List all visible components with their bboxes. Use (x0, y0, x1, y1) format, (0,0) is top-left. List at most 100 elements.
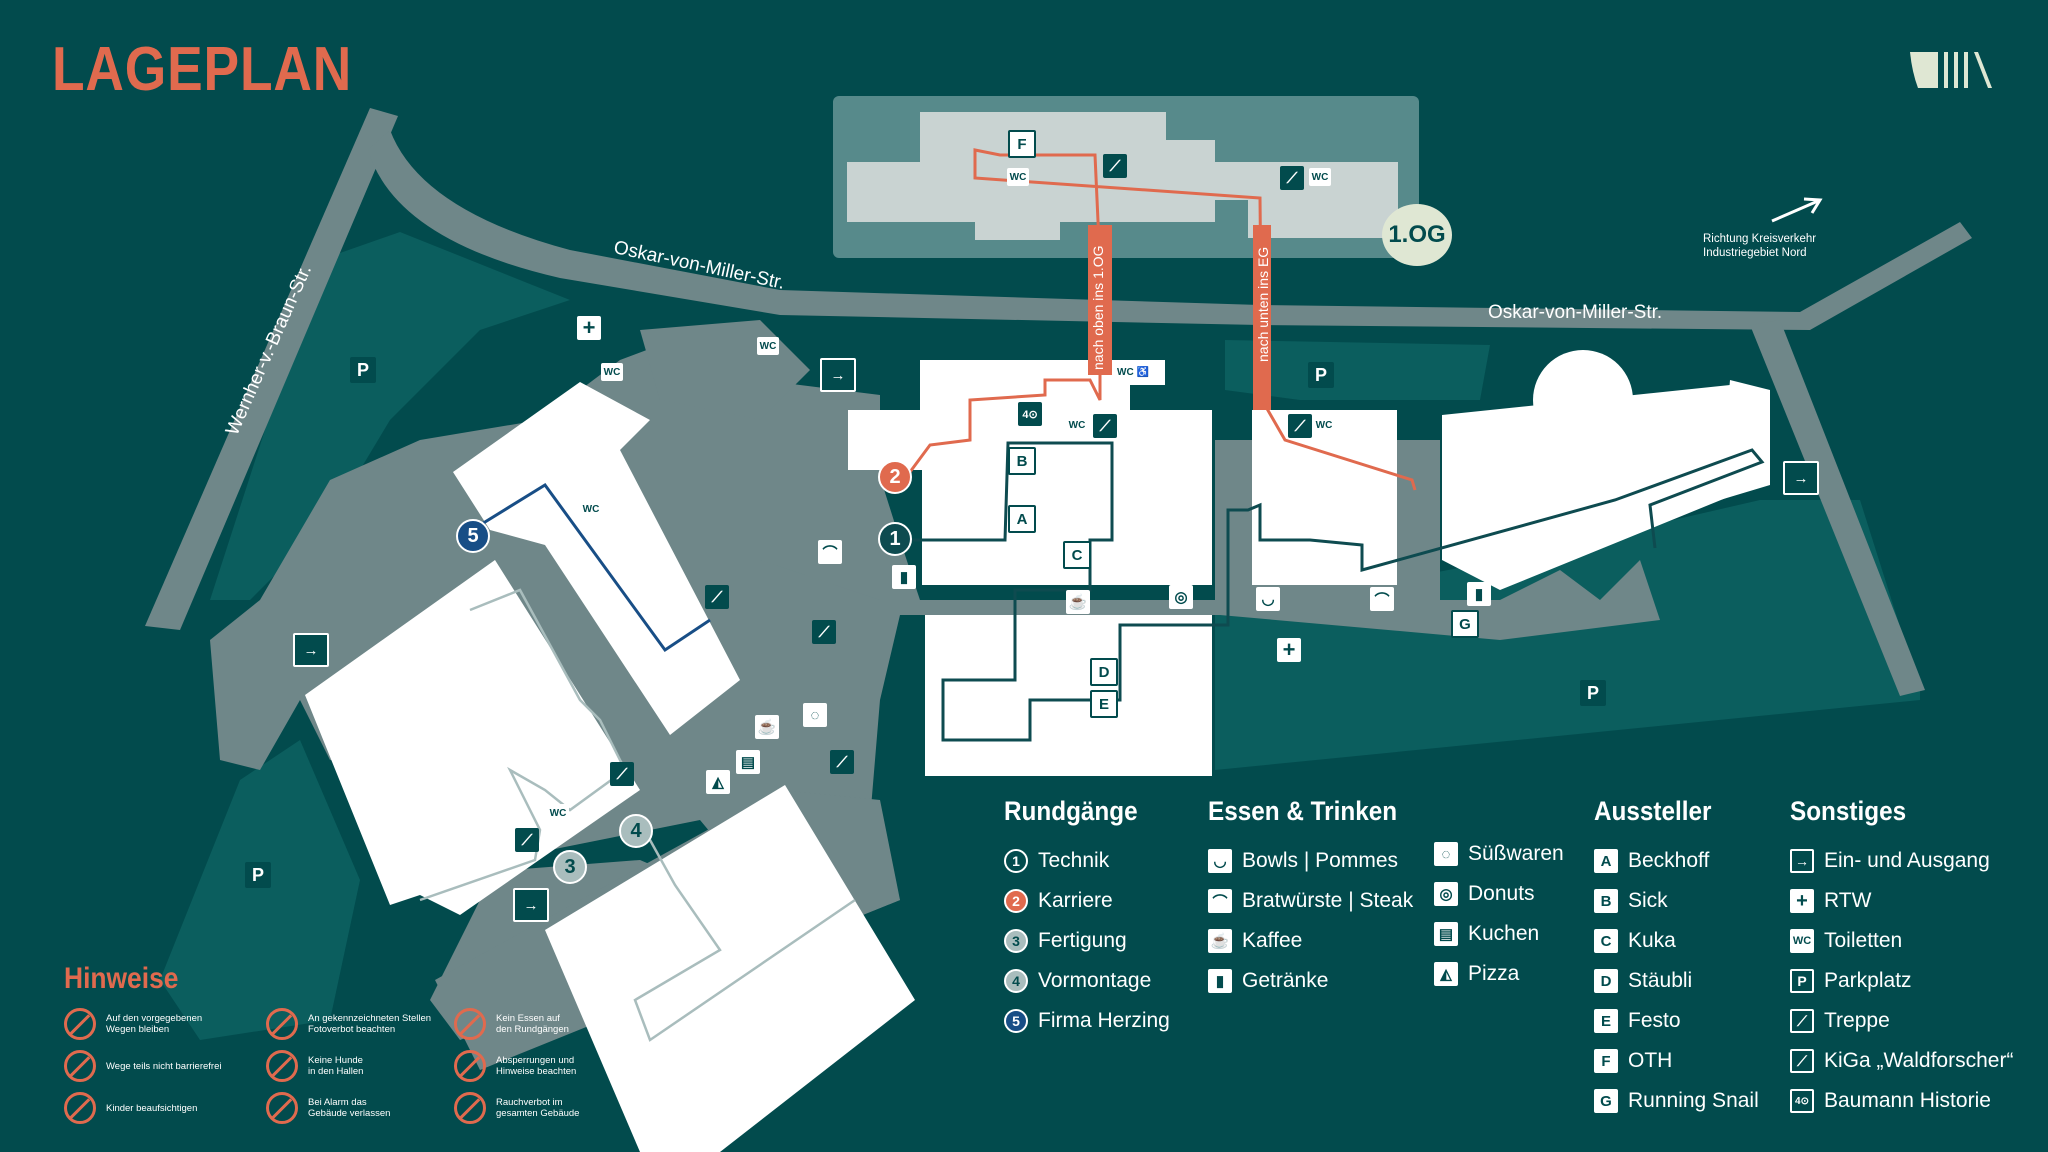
map-entrance-icon: → (513, 888, 549, 922)
map-wc-marker: WC (1066, 416, 1088, 434)
map-exhibitor-d: D (1090, 658, 1118, 686)
map-entrance-icon: → (1783, 461, 1819, 495)
parking-lot-southwest (160, 740, 360, 1040)
hint-item: Wege teils nicht barrierefrei (64, 1050, 264, 1082)
exhibitor-letter-icon: F (1594, 1049, 1618, 1073)
map-parking-marker: P (245, 862, 271, 888)
map-sausage-icon: ⌒ (818, 540, 842, 564)
legend-item: +RTW (1790, 881, 2013, 921)
building-west-b (305, 560, 640, 915)
coffee-icon: ☕ (1208, 929, 1232, 953)
map-parking-marker: P (1308, 362, 1334, 388)
pizza-icon: ◭ (1434, 962, 1458, 986)
map-bowl-icon: ◡ (1256, 587, 1280, 611)
company-logo (1910, 52, 1992, 88)
hint-item: Auf den vorgegebenen Wegen bleiben (64, 1008, 264, 1040)
exhibitor-letter-icon: E (1594, 1009, 1618, 1033)
direction-note: Richtung Kreisverkehr Industriegebiet No… (1703, 233, 1817, 259)
candy-icon: ◌ (1434, 842, 1458, 866)
hint-item: Bei Alarm das Gebäude verlassen (266, 1092, 466, 1124)
map-history-marker: 4⊙ (1018, 402, 1042, 426)
map-stairs-icon: ⟋ (812, 620, 836, 644)
map-drinks-icon: ▮ (1467, 582, 1491, 606)
route-karriere (908, 148, 1417, 491)
building-middle (1252, 410, 1397, 585)
hint-item: Keine Hunde in den Hallen (266, 1050, 466, 1082)
map-wc-marker: WC (547, 804, 569, 822)
legend-essen-right: ◌Süßwaren ◎Donuts ▤Kuchen ◭Pizza (1434, 834, 1564, 994)
map-wc-marker: WC (580, 500, 602, 518)
first-aid-icon: + (1790, 889, 1814, 913)
legend-aussteller-title: Aussteller (1594, 796, 1712, 826)
map-tour-1: 1 (878, 522, 912, 556)
legend-essen-title: Essen & Trinken (1208, 796, 1398, 826)
building-central-south (925, 615, 1212, 776)
exhibitor-letter-icon: G (1594, 1089, 1618, 1113)
tour-4-icon: 4 (1004, 969, 1028, 993)
map-donut-icon: ◎ (1169, 585, 1193, 609)
kindergarten-icon: ⟋ (1790, 1049, 1814, 1073)
map-parking-marker: P (350, 357, 376, 383)
legend-sonstiges-title: Sonstiges (1790, 796, 1907, 826)
map-coffee-icon: ☕ (755, 715, 779, 739)
legend-item: ◭Pizza (1434, 954, 1564, 994)
legend-item: ⟋Treppe (1790, 1001, 2013, 1041)
donut-icon: ◎ (1434, 882, 1458, 906)
no-food-icon (454, 1008, 486, 1040)
cake-icon: ▤ (1434, 922, 1458, 946)
map-entrance-icon: → (820, 358, 856, 392)
no-photo-icon (266, 1008, 298, 1040)
map-exhibitor-c: C (1063, 541, 1091, 569)
map-candy-icon: ◌ (803, 703, 827, 727)
parking-lot-southeast (1215, 500, 1920, 770)
map-wc-marker: WC (601, 363, 623, 381)
hint-item: Rauchverbot im gesamten Gebäude (454, 1092, 654, 1124)
map-wc-marker: WC (757, 337, 779, 355)
map-wc-accessible-marker: WC ♿ (1113, 363, 1153, 381)
sausage-icon: ⌒ (1208, 889, 1232, 913)
legend-item: ◌Süßwaren (1434, 834, 1564, 874)
entrance-icon: → (1790, 849, 1814, 873)
map-exhibitor-g: G (1451, 610, 1479, 638)
no-smoking-icon (454, 1092, 486, 1124)
map-stairs-icon: ⟋ (1280, 166, 1304, 190)
hint-item: An gekennzeichneten Stellen Fotoverbot b… (266, 1008, 466, 1040)
map-first-aid-marker: + (577, 315, 601, 340)
map-stairs-icon: ⟋ (1103, 154, 1127, 178)
tour-2-icon: 2 (1004, 889, 1028, 913)
route-herzing (471, 482, 711, 653)
map-stairs-icon: ⟋ (1288, 414, 1312, 438)
tour-3-icon: 3 (1004, 929, 1028, 953)
legend-item: ▤Kuchen (1434, 914, 1564, 954)
legend-item: 4⊙Baumann Historie (1790, 1081, 2013, 1121)
map-sausage-icon: ⌒ (1370, 587, 1394, 611)
exhibitor-letter-icon: A (1594, 849, 1618, 873)
map-exhibitor-f: F (1008, 130, 1036, 158)
children-icon (64, 1092, 96, 1124)
map-wc-marker: WC (1007, 168, 1029, 186)
building-east-ext (1720, 380, 1770, 500)
legend-item: ⟋KiGa „Waldforscher“ (1790, 1041, 2013, 1081)
history-icon: 4⊙ (1790, 1089, 1814, 1113)
alarm-icon (266, 1092, 298, 1124)
barrier-icon (454, 1050, 486, 1082)
map-stairs-icon: ⟋ (610, 762, 634, 786)
legend-rundgaenge-title: Rundgänge (1004, 796, 1138, 826)
stair-up-label: nach oben ins 1.OG (1090, 245, 1106, 370)
map-cake-icon: ▤ (736, 750, 760, 774)
